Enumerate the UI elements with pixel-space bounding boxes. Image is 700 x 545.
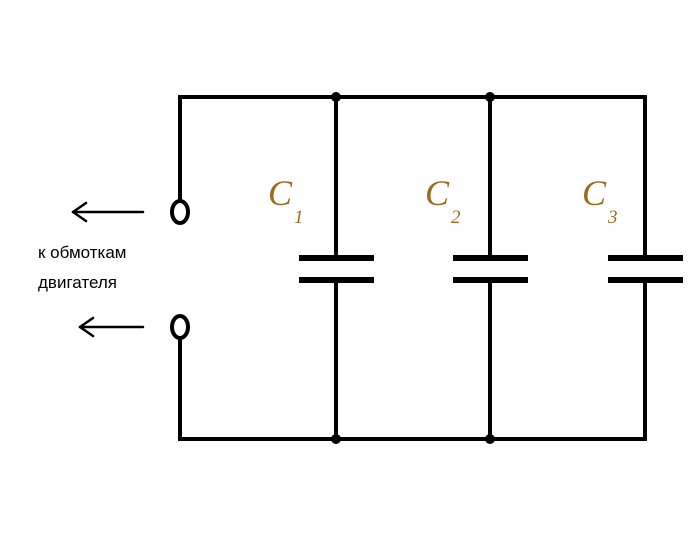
c3-label-index: 3 xyxy=(607,207,618,228)
upper-arrow-icon xyxy=(71,201,145,223)
c2-label-letter: C xyxy=(425,173,450,213)
c1-label-index: 1 xyxy=(294,207,304,228)
c3-label-letter: C xyxy=(582,173,607,213)
side-label-line2: двигателя xyxy=(38,273,117,292)
c1-label: C 1 xyxy=(268,173,304,228)
upper-terminal xyxy=(170,199,190,225)
junction-node-bottom-c1 xyxy=(331,434,341,444)
c3-label: C 3 xyxy=(582,173,618,228)
lower-terminal xyxy=(170,314,190,340)
c2-label-index: 2 xyxy=(451,207,461,228)
lower-arrow-icon xyxy=(78,316,145,338)
junction-node-bottom-c2 xyxy=(485,434,495,444)
c1-label-letter: C xyxy=(268,173,293,213)
side-label-line1: к обмоткам xyxy=(38,243,127,262)
junction-node-top-c2 xyxy=(485,92,495,102)
c2-label: C 2 xyxy=(425,173,461,228)
junction-node-top-c1 xyxy=(331,92,341,102)
